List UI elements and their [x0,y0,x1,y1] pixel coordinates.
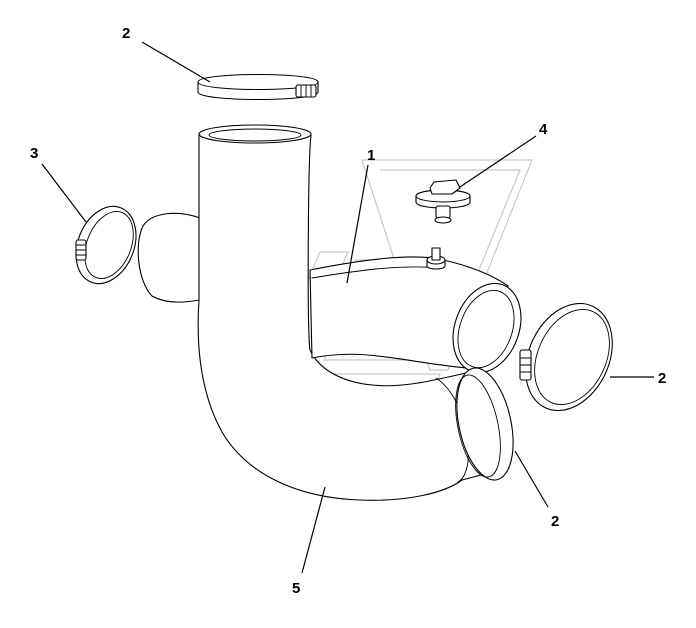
clamp-on-outlet-band-inner [455,374,501,478]
hose-clamp-right [519,302,613,412]
hose-clamp-top-band [197,73,319,101]
leader-lines [41,41,654,574]
leader-clamp-lower [514,450,549,508]
callout-pipe-elbow: 5 [292,580,300,597]
callout-sensor: 4 [539,121,548,138]
elbow-pipe [137,124,501,501]
clamp-on-outlet [455,367,514,481]
elbow-top-opening-inner [208,128,302,142]
sensor-plug-tip [434,216,452,224]
hose-clamp-left [75,205,137,285]
sensor-plug [415,179,471,224]
callout-labels: 2 3 4 1 2 2 5 [30,25,666,597]
sensor-boss-stud [431,247,441,261]
clamp-on-outlet-band [456,367,514,481]
callout-clamp-right: 2 [658,370,666,387]
callout-clamp-lower: 2 [551,513,559,530]
elbow-outlet-edge [435,377,469,483]
callout-pipe-upper: 1 [367,147,375,164]
connecting-pipe-opening-inner [457,289,515,369]
sensor-plug-hex [429,179,461,195]
leader-clamp-top [141,41,211,83]
connecting-pipe [309,247,522,374]
leader-clamp-left [41,163,87,223]
hose-clamp-left-band-inner [84,211,134,279]
leader-sensor [459,135,537,188]
sensor-plug-stem [435,205,451,219]
hose-clamp-left-band [75,205,137,285]
leader-pipe-upper [346,164,369,284]
elbow-top-opening [198,124,312,144]
connecting-pipe-edge [311,266,441,279]
callout-clamp-left: 3 [30,145,38,162]
callout-clamp-top: 2 [122,25,130,42]
elbow-side-inlet [137,212,201,303]
hose-clamp-top [197,73,319,101]
hose-clamp-right-band-inner [534,309,610,405]
leader-pipe-elbow [301,486,326,574]
hose-clamp-right-band [525,302,613,412]
elbow-main-body [197,134,501,501]
